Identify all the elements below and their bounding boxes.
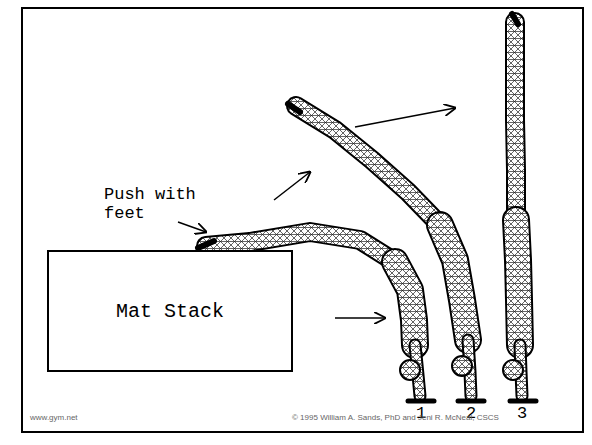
- slide-border: [22, 8, 583, 432]
- callout-number: 3: [514, 405, 530, 424]
- footer-url: www.gym.net: [30, 414, 150, 423]
- box-label: Mat Stack: [116, 300, 224, 323]
- mat-stack-box: Mat Stack: [47, 250, 293, 372]
- footer-copyright: © 1995 William A. Sands, PhD and Jeni R.…: [292, 414, 576, 423]
- gymnast-figure: [503, 14, 536, 401]
- motion-arrow: [274, 108, 455, 318]
- gymnast-figure: [288, 104, 484, 401]
- leader-arrow: [178, 222, 206, 232]
- callout-text: Push with feet: [104, 186, 216, 223]
